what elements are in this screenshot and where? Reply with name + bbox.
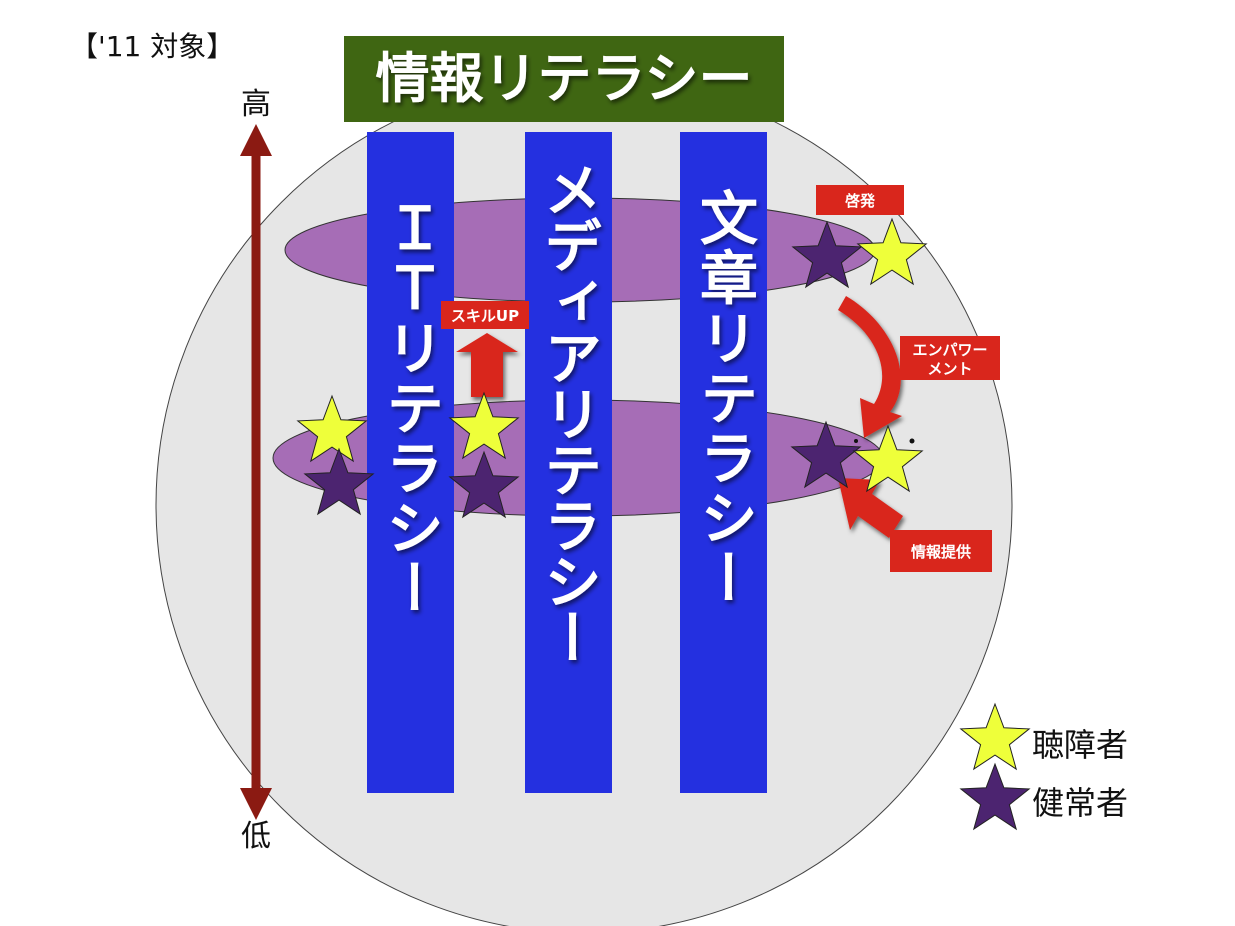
legend-hearing-star-icon <box>959 762 1031 831</box>
hearing-star-icon <box>303 447 375 516</box>
axis-high-label: 高 <box>241 87 271 122</box>
skill-up-callout <box>441 301 529 329</box>
axis-arrow-up-icon <box>240 124 272 156</box>
dot-marker <box>854 439 858 443</box>
info-provision-callout <box>890 530 992 572</box>
column-media-literacy-label: メディアリテラシー <box>534 160 602 664</box>
page-title: 情報リテラシー <box>376 47 753 110</box>
hearing-star-icon <box>448 450 520 519</box>
legend-hearing-impaired-label: 聴障者 <box>1032 726 1128 764</box>
legend-hearing-label: 健常者 <box>1032 784 1128 822</box>
column-text-literacy <box>680 132 767 793</box>
hearing-impaired-star-icon <box>296 394 368 463</box>
empowerment-label-line2: メント <box>927 360 972 378</box>
column-it-literacy-label: ＩＴリテラシー <box>376 198 444 618</box>
column-media-literacy <box>525 132 612 793</box>
empowerment-label-line1: エンパワー <box>912 341 987 359</box>
axis-arrow-down-icon <box>240 788 272 820</box>
year-target-tag: 【'11 対象】 <box>70 30 234 63</box>
skill-up-arrow-icon <box>456 333 518 397</box>
info-provision-label: 情報提供 <box>911 543 971 561</box>
empowerment-curve-arrow-icon <box>838 296 902 438</box>
hearing-impaired-star-icon <box>856 217 928 286</box>
title-box <box>344 36 784 122</box>
dot-marker <box>909 438 915 444</box>
hearing-star-icon <box>791 220 863 289</box>
keihatsu-callout <box>816 185 904 215</box>
column-text-literacy-label: 文章リテラシー <box>690 188 758 608</box>
hearing-star-icon <box>790 420 862 489</box>
hearing-impaired-star-icon <box>852 424 924 493</box>
info-provision-arrow-icon <box>838 478 903 538</box>
axis-low-label: 低 <box>241 819 271 854</box>
skill-up-label: スキルUP <box>451 307 519 325</box>
legend-hearing-impaired-star-icon <box>959 702 1031 771</box>
column-it-literacy <box>367 132 454 793</box>
keihatsu-label: 啓発 <box>845 192 876 210</box>
hearing-impaired-star-icon <box>448 391 520 460</box>
empowerment-callout <box>900 336 1000 380</box>
